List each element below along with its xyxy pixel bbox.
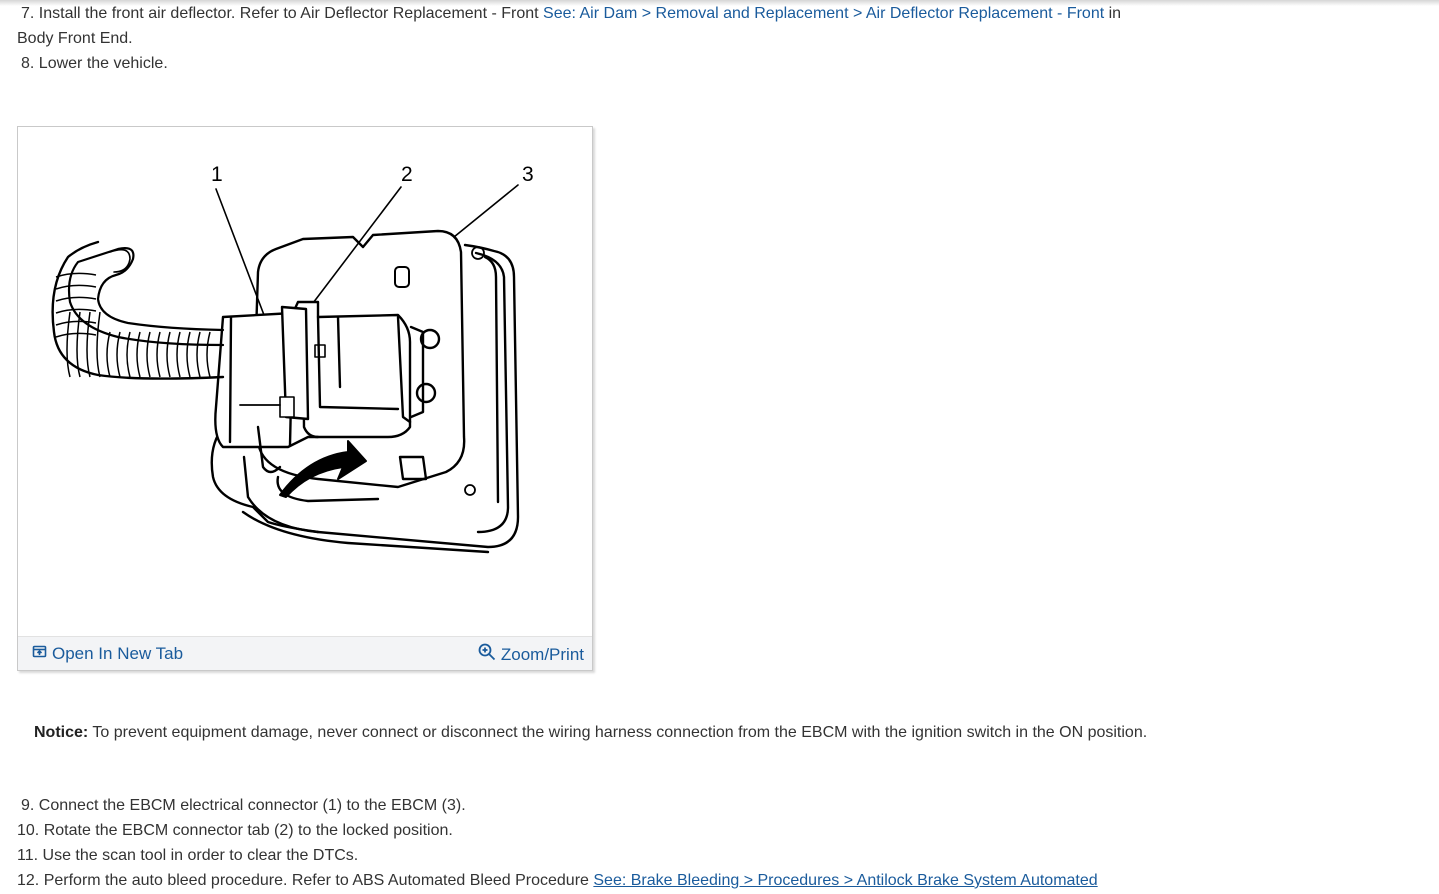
step-12: 12. Perform the auto bleed procedure. Re… bbox=[17, 870, 1098, 892]
harness-ridge bbox=[206, 331, 211, 378]
step-number: 8. bbox=[21, 55, 35, 72]
open-in-new-tab-button[interactable]: Open In New Tab bbox=[32, 643, 183, 665]
step-number: 11. bbox=[17, 847, 39, 864]
harness-ridge bbox=[55, 284, 97, 290]
harness-ridge bbox=[55, 320, 97, 326]
harness-ridge bbox=[186, 331, 191, 378]
harness-convolutions bbox=[55, 272, 211, 378]
callout-3: 3 bbox=[522, 163, 534, 186]
harness-ridge bbox=[76, 311, 81, 378]
ebcm-connector-illustration: 1 2 3 bbox=[51, 163, 534, 554]
step-text: Lower the vehicle. bbox=[38, 55, 168, 72]
callout-1: 1 bbox=[211, 163, 223, 186]
harness-ridge bbox=[146, 331, 151, 378]
harness-ridge bbox=[136, 331, 141, 378]
harness-ridge bbox=[156, 331, 161, 378]
step-text: Use the scan tool in order to clear the … bbox=[42, 847, 359, 864]
open-new-tab-icon bbox=[32, 643, 47, 665]
step-text: Rotate the EBCM connector tab (2) to the… bbox=[43, 822, 453, 839]
zoom-print-label: Zoom/Print bbox=[500, 645, 584, 664]
zoom-in-icon bbox=[478, 643, 496, 667]
brake-bleeding-link[interactable]: See: Brake Bleeding > Procedures > Antil… bbox=[593, 872, 1098, 889]
harness-ridge bbox=[55, 332, 97, 338]
step-text: Connect the EBCM electrical connector (1… bbox=[38, 797, 466, 814]
harness-ridge bbox=[66, 311, 71, 378]
step-number: 7. bbox=[21, 5, 35, 22]
step-10: 10. Rotate the EBCM connector tab (2) to… bbox=[17, 820, 453, 842]
step-8: 8. Lower the vehicle. bbox=[21, 53, 168, 75]
step-7-continued: Body Front End. bbox=[17, 30, 133, 47]
harness-ridge bbox=[55, 308, 97, 314]
ebcm-connector-figure: 1 2 3 bbox=[17, 126, 593, 671]
step-text-tail: in bbox=[1108, 5, 1122, 22]
harness-ridge bbox=[126, 331, 131, 378]
figure-toolbar: Open In New Tab Zoom/Print bbox=[18, 636, 592, 670]
step-text: Perform the auto bleed procedure. Refer … bbox=[43, 872, 589, 889]
harness-ridge bbox=[166, 331, 171, 378]
open-in-new-tab-label: Open In New Tab bbox=[52, 644, 184, 663]
notice-block: Notice: To prevent equipment damage, nev… bbox=[17, 720, 1207, 745]
harness-ridge bbox=[196, 331, 201, 378]
zoom-print-button[interactable]: Zoom/Print bbox=[478, 643, 584, 667]
harness-ridge bbox=[55, 296, 97, 302]
step-9: 9. Connect the EBCM electrical connector… bbox=[21, 795, 466, 817]
notice-label: Notice: bbox=[34, 724, 89, 741]
harness-ridge bbox=[55, 272, 97, 278]
harness-ridge bbox=[96, 311, 101, 378]
step-7: 7. Install the front air deflector. Refe… bbox=[21, 3, 1121, 25]
harness-ridge bbox=[116, 331, 121, 378]
step-number: 10. bbox=[17, 822, 40, 839]
step-text: Install the front air deflector. Refer t… bbox=[38, 5, 539, 22]
harness-ridge bbox=[86, 311, 91, 378]
callout-2: 2 bbox=[401, 163, 413, 186]
top-shadow bbox=[0, 0, 1439, 6]
step-11: 11. Use the scan tool in order to clear … bbox=[17, 845, 358, 867]
harness-ridge bbox=[176, 331, 181, 378]
step-number: 12. bbox=[17, 872, 40, 889]
notice-text: To prevent equipment damage, never conne… bbox=[92, 724, 1148, 741]
air-deflector-link[interactable]: See: Air Dam > Removal and Replacement >… bbox=[543, 5, 1105, 22]
step-number: 9. bbox=[21, 797, 35, 814]
harness-ridge bbox=[106, 331, 111, 378]
